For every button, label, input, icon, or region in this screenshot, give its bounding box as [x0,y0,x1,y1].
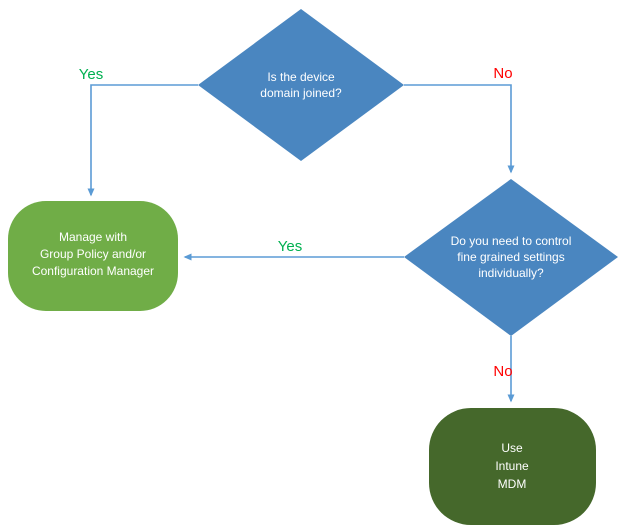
process-group-policy-line1: Manage with [59,230,127,244]
decision-domain-joined-line1: Is the device [267,70,335,84]
decision-domain-joined-line2: domain joined? [260,86,342,100]
edge-label-fine-grained-yes: Yes [278,238,302,255]
connector-domain-no [404,84,515,174]
decision-fine-grained-line3: individually? [478,266,544,280]
terminal-intune-mdm-line3: MDM [498,477,527,491]
edge-label-domain-no: No [493,65,512,82]
terminal-intune-mdm-line2: Intune [495,459,529,473]
edge-label-domain-yes: Yes [79,66,103,83]
decision-fine-grained [404,179,618,336]
connector-domain-yes [87,84,198,197]
process-group-policy-line3: Configuration Manager [32,264,154,278]
edge-label-fine-grained-no: No [493,363,512,380]
process-group-policy [8,201,178,311]
decision-domain-joined [198,9,404,161]
decision-fine-grained-line2: fine grained settings [457,250,564,264]
process-group-policy-line2: Group Policy and/or [40,247,146,261]
terminal-intune-mdm-line1: Use [501,441,523,455]
decision-fine-grained-line1: Do you need to control [451,234,572,248]
terminal-intune-mdm [429,408,596,525]
